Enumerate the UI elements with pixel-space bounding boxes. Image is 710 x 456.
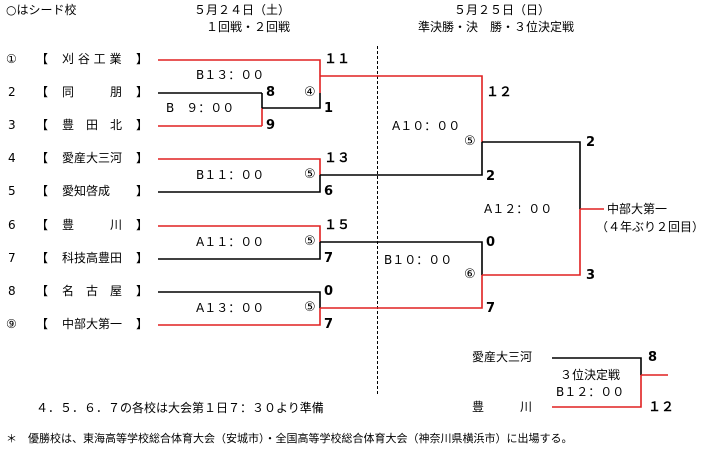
bracket-open: 【	[36, 85, 49, 99]
court-time-sf2: B１０：００	[384, 253, 453, 267]
score-third-bot: １２	[648, 400, 675, 415]
court-time-final: A１２：００	[484, 202, 553, 216]
bracket-open: 【	[36, 52, 49, 66]
line-team1	[158, 59, 321, 76]
score-final-bot: 3	[586, 268, 596, 283]
champion-note: （４年ぶり２回目）	[596, 220, 705, 234]
line-team7	[158, 242, 321, 260]
team-num: ①	[6, 52, 17, 66]
bracket-close: 】	[136, 151, 149, 165]
score-m6v7-bot: 7	[324, 251, 334, 266]
court-time-third: B１２：００	[556, 385, 625, 399]
team-name: 名 古 屋	[62, 284, 123, 298]
third-place-label: ３位決定戦	[560, 368, 621, 382]
score-sf1-top: １２	[486, 85, 513, 100]
line-sf2-top	[320, 241, 483, 275]
line-team6	[158, 225, 321, 242]
court-time-m8v9: A１３：００	[196, 301, 265, 315]
bracket-open: 【	[36, 118, 49, 132]
seed-note: ○はシード校	[6, 3, 77, 17]
team-num: 2	[8, 85, 16, 99]
score-m1vw-top: １１	[324, 52, 351, 67]
court-mark-m1vw: ④	[304, 85, 316, 100]
court-time-sf1: A１０：００	[392, 119, 461, 133]
team-num: 7	[8, 251, 16, 265]
bracket-close: 】	[136, 85, 149, 99]
score-m8v9-bot: 7	[324, 317, 334, 332]
champion-name: 中部大第一	[607, 202, 668, 216]
team-num: 8	[8, 284, 16, 298]
team-name: 刈 谷 工 業	[62, 52, 122, 66]
team-name: 豊 川	[62, 218, 123, 232]
line-final-bot	[482, 209, 581, 276]
team-num: ⑨	[6, 317, 17, 331]
bracket-open: 【	[36, 218, 49, 232]
score-m8v9-top: 0	[324, 284, 334, 299]
line-sf1-bot	[320, 142, 483, 176]
score-m2v3-top: 8	[266, 85, 276, 100]
court-time-m2v3: B ９：００	[166, 101, 235, 115]
court-mark-m4v5: ⑤	[304, 167, 316, 182]
score-sf2-top: 0	[486, 235, 496, 250]
line-team8	[158, 291, 321, 308]
court-mark-sf2: ⑥	[464, 267, 476, 282]
bracket-open: 【	[36, 151, 49, 165]
team-name: 中部大第一	[62, 317, 123, 331]
team-name: 愛知啓成	[62, 184, 111, 198]
court-time-m6v7: A１１：００	[196, 235, 265, 249]
team-num: 3	[8, 118, 16, 132]
day2-rounds: 準決勝・決 勝・３位決定戦	[418, 20, 575, 34]
third-team-a: 愛産大三河	[472, 350, 533, 364]
team-name: 愛産大三河	[62, 151, 123, 165]
court-mark-sf1: ⑤	[464, 134, 476, 149]
line-m23-winner	[262, 93, 321, 109]
team-num: 6	[8, 218, 16, 232]
score-m4v5-bot: 6	[324, 184, 334, 199]
line-third-a	[552, 357, 642, 375]
bracket-close: 】	[136, 52, 149, 66]
bracket-close: 】	[136, 218, 149, 232]
team-num: 5	[8, 184, 16, 198]
line-team9	[158, 308, 321, 326]
bracket-open: 【	[36, 317, 49, 331]
team-name: 豊 田 北	[62, 118, 123, 132]
day-separator	[377, 46, 378, 394]
bracket-close: 】	[136, 284, 149, 298]
footer-note: ＊ 優勝校は、東海高等学校総合体育大会（安城市）・全国高等学校総合体育大会（神奈…	[6, 432, 573, 445]
team-num: 4	[8, 151, 16, 165]
score-final-top: 2	[586, 135, 596, 150]
line-team5	[158, 175, 321, 193]
team-name: 科技高豊田	[62, 251, 123, 265]
court-time-m1vw: B１３：００	[196, 68, 265, 82]
third-team-b: 豊 川	[472, 400, 533, 414]
line-team4	[158, 158, 321, 175]
day2-date: ５月２５日（日）	[454, 3, 551, 17]
score-m1vw-bot: 1	[324, 101, 334, 116]
score-m6v7-top: １５	[324, 218, 351, 233]
score-sf1-bot: 2	[486, 169, 496, 184]
bracket-open: 【	[36, 251, 49, 265]
day1-rounds: １回戦・２回戦	[206, 20, 291, 34]
line-sf2-bot	[320, 275, 483, 309]
bracket-close: 】	[136, 251, 149, 265]
score-m2v3-bot: 9	[266, 118, 276, 133]
bracket-open: 【	[36, 184, 49, 198]
line-sf1-top	[320, 75, 483, 142]
bracket-close: 】	[136, 317, 149, 331]
line-final-top	[482, 141, 581, 209]
score-third-top: 8	[648, 350, 658, 365]
team-name: 同 朋	[62, 85, 123, 99]
line-third-b	[552, 375, 642, 408]
bracket-open: 【	[36, 284, 49, 298]
court-mark-m8v9: ⑤	[304, 300, 316, 315]
bracket-close: 】	[136, 118, 149, 132]
prep-note: ４．５．６．７の各校は大会第１日７：３０より準備	[36, 401, 324, 415]
bracket-close: 】	[136, 184, 149, 198]
day1-date: ５月２４日（土）	[194, 3, 291, 17]
score-m4v5-top: １３	[324, 151, 351, 166]
score-sf2-bot: 7	[486, 301, 496, 316]
court-mark-m6v7: ⑤	[304, 234, 316, 249]
court-time-m4v5: B１１：００	[196, 168, 265, 182]
